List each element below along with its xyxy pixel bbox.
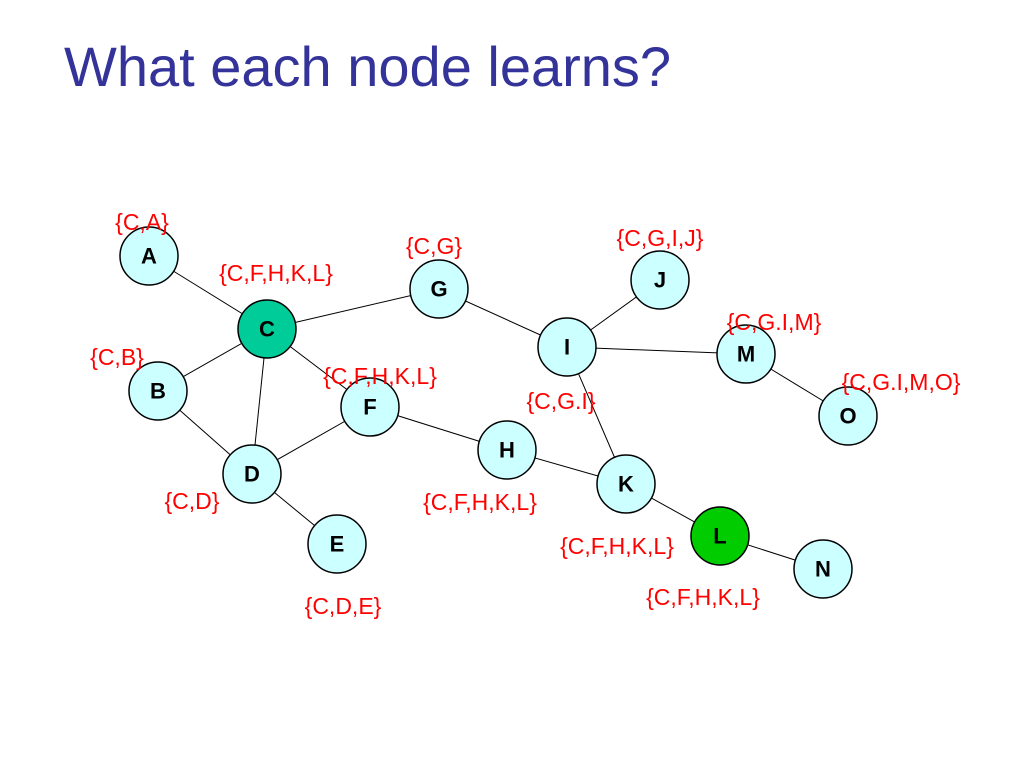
set-label-j: {C,G,I,J} [617,225,704,251]
node-letter: I [564,335,570,360]
node-circle [716,324,776,384]
node-letter: K [618,472,634,497]
node-g: G [409,259,469,319]
node-f: F [340,377,400,437]
set-label-c: {C,F,H,K,L} [219,260,333,286]
nodes: A B C D E F G H I J K L M N O [119,226,878,599]
node-j: J [630,250,690,310]
slide-title: What each node learns? [64,35,672,98]
node-circle [340,377,400,437]
node-circle [128,361,188,421]
set-label-o: {C,G.I,M,O} [842,369,961,395]
set-label-i: {C,G.I} [526,388,595,414]
node-letter: G [430,277,447,302]
node-circle [793,539,853,599]
edge-i-m [566,346,747,355]
set-label-k: {C,F,H,K,L} [560,533,674,559]
node-circle [477,420,537,480]
node-circle [222,444,282,504]
node-d: D [222,444,282,504]
node-letter: E [330,532,345,557]
node-circle [119,226,179,286]
set-label-f: {C,F,H,K,L} [323,363,437,389]
set-label-e: {C,D,E} [305,593,382,619]
node-letter: D [244,462,260,487]
node-letter: H [499,438,515,463]
node-circle [307,514,367,574]
node-letter: N [815,557,831,582]
set-label-m: {C,G.I,M} [727,309,822,335]
node-a: A [119,226,179,286]
node-e: E [307,514,367,574]
node-circle [818,386,878,446]
node-letter: C [259,317,275,342]
node-m: M [716,324,776,384]
node-letter: O [839,404,856,429]
node-c: C [237,299,297,359]
set-label-d: {C,D} [165,488,220,514]
node-h: H [477,420,537,480]
node-letter: A [141,244,157,269]
node-o: O [818,386,878,446]
node-circle [630,250,690,310]
node-i: I [537,317,597,377]
node-b: B [128,361,188,421]
node-letter: B [150,379,166,404]
node-letter: J [654,268,666,293]
node-l: L [690,506,750,566]
node-circle [237,299,297,359]
node-n: N [793,539,853,599]
set-label-a: {C,A} [115,209,169,235]
set-label-h: {C,F,H,K,L} [423,489,537,515]
set-label-b: {C,B} [90,344,144,370]
node-letter: M [737,342,755,367]
node-letter: L [713,524,726,549]
set-label-l: {C,F,H,K,L} [646,584,760,610]
node-circle [537,317,597,377]
node-circle [409,259,469,319]
node-k: K [596,454,656,514]
set-labels: {C,A} {C,B} {C,F,H,K,L} {C,D} {C,D,E} {C,F,H,… [90,209,961,619]
node-letter: F [363,395,376,420]
node-circle [596,454,656,514]
set-label-g: {C,G} [406,233,463,259]
node-circle [690,506,750,566]
